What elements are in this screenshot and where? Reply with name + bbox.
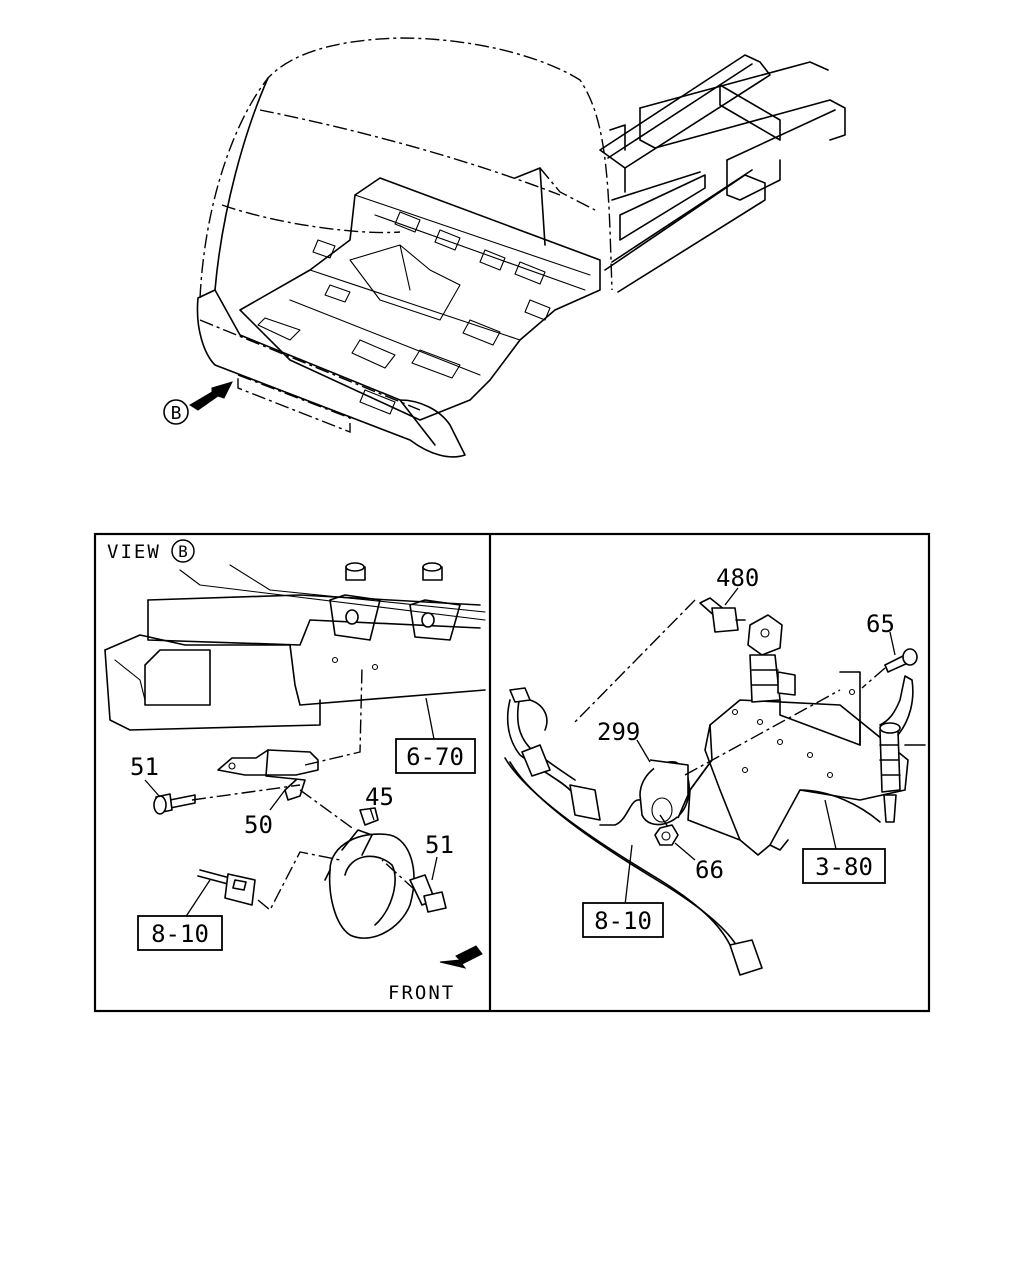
view-arrow-icon xyxy=(189,381,233,411)
circled-b-icon xyxy=(171,539,195,563)
callout-51-left: 51 xyxy=(130,753,159,781)
switch-assembly-panel: 480 65 299 66 3-80 8-10 xyxy=(504,564,926,976)
front-label: FRONT xyxy=(388,982,455,1004)
bolt-51-left xyxy=(153,793,196,815)
cab-chassis-overview: B xyxy=(163,37,846,458)
callout-480: 480 xyxy=(716,564,759,592)
detail-frame xyxy=(93,532,931,1013)
ref-box-6-70 xyxy=(395,738,476,774)
nut-66 xyxy=(654,824,679,846)
ref-box-3-80-label: 3-80 xyxy=(815,853,873,881)
circled-b-icon xyxy=(163,399,189,425)
ref-box-8-10-left xyxy=(137,915,223,951)
view-b-pointer: B xyxy=(163,381,233,425)
ref-box-3-80 xyxy=(802,848,886,884)
view-marker-top: B xyxy=(171,403,182,424)
view-label: VIEW xyxy=(107,541,161,563)
wire-harness xyxy=(504,687,763,976)
view-marker-panel: B xyxy=(178,542,188,561)
air-valve xyxy=(747,614,796,703)
bracket-3-80 xyxy=(687,671,909,856)
view-b-panel: VIEW B xyxy=(104,539,486,1004)
front-arrow-icon xyxy=(439,945,483,969)
callout-45: 45 xyxy=(365,783,394,811)
bolt-65 xyxy=(884,648,918,673)
chassis-frame xyxy=(599,54,846,293)
switch-299 xyxy=(599,759,690,826)
view-b-structure xyxy=(104,562,486,731)
horn-connector xyxy=(197,869,256,906)
ref-box-8-10-left-label: 8-10 xyxy=(151,920,209,948)
ref-box-8-10-right-label: 8-10 xyxy=(594,907,652,935)
ref-box-8-10-right xyxy=(582,902,664,938)
callout-66: 66 xyxy=(695,856,724,884)
leaders-left xyxy=(144,667,441,919)
pressure-switch-480 xyxy=(699,597,746,633)
callout-299: 299 xyxy=(597,718,640,746)
hose-fitting xyxy=(879,675,926,823)
horn-45 xyxy=(324,807,415,939)
ref-box-6-70-label: 6-70 xyxy=(406,743,464,771)
callout-65: 65 xyxy=(866,610,895,638)
callout-51-right: 51 xyxy=(425,831,454,859)
cab-body xyxy=(196,37,613,458)
callout-50: 50 xyxy=(244,811,273,839)
bolt-51-right xyxy=(409,874,447,913)
